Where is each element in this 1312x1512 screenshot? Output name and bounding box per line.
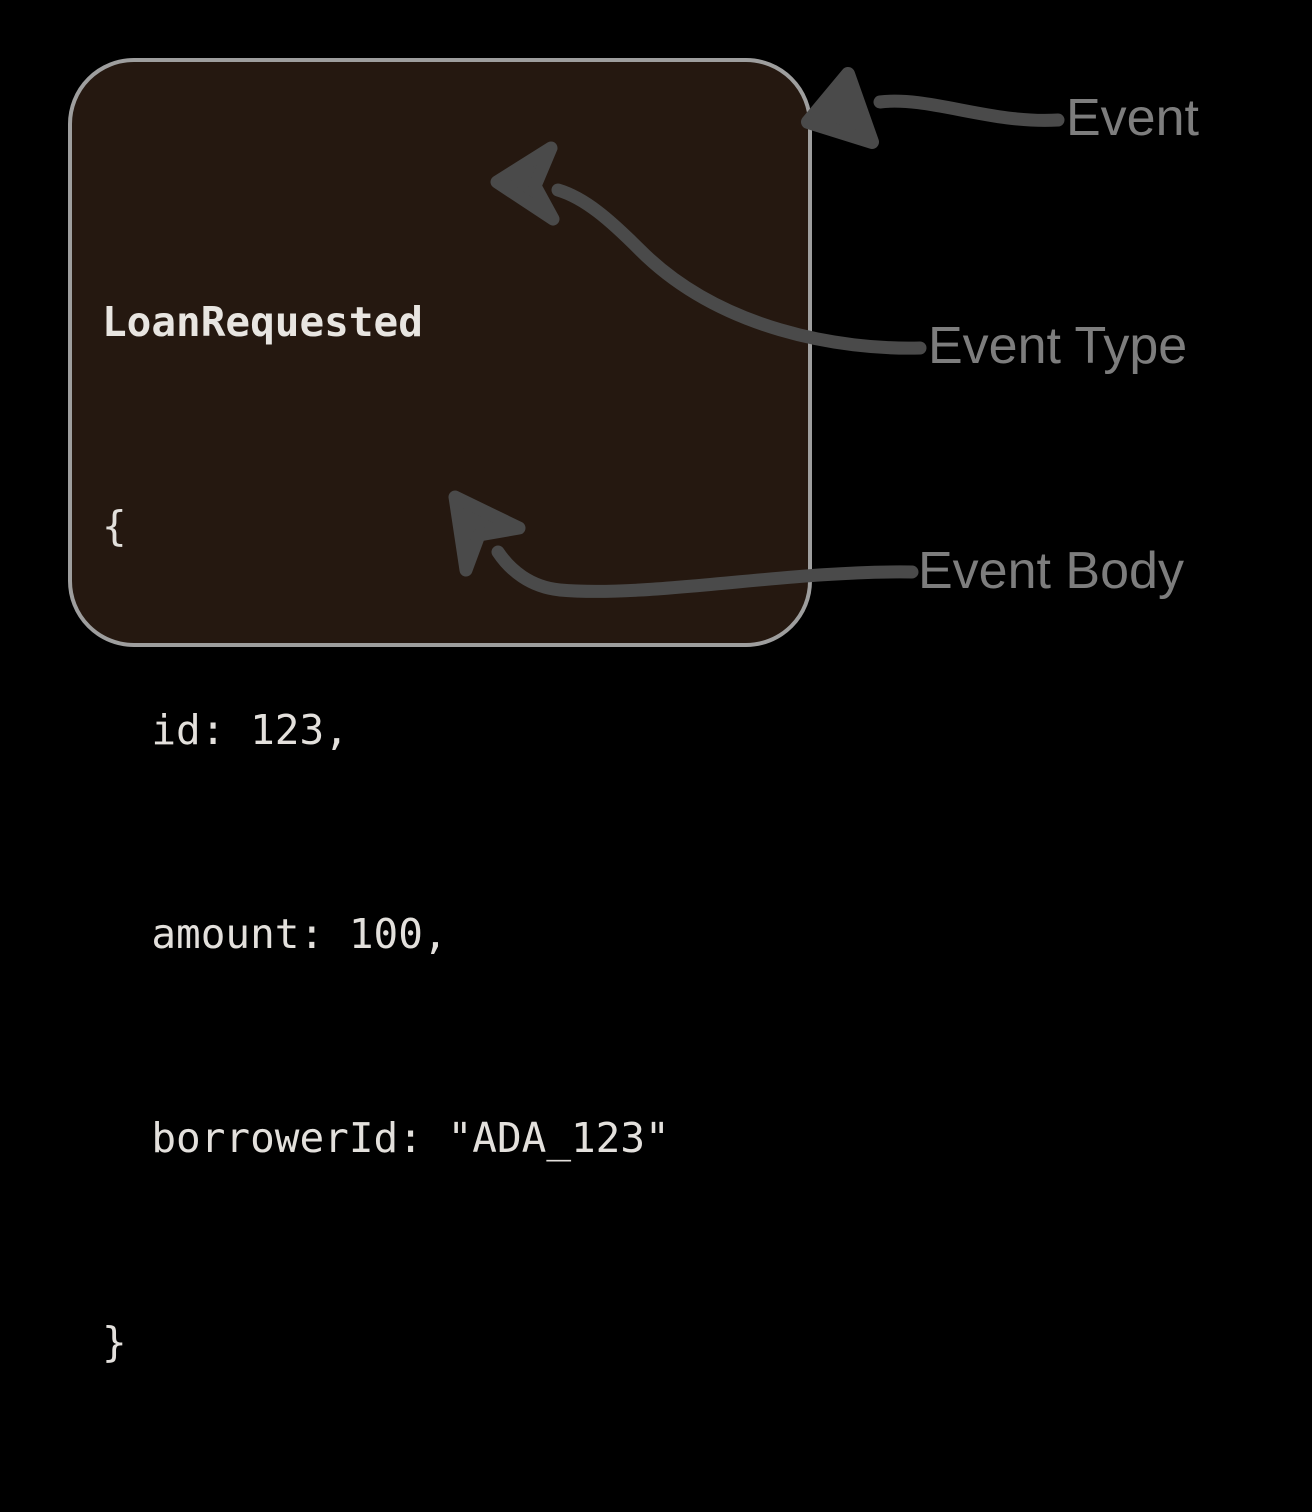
event-body-line-close-brace: } xyxy=(102,1318,127,1366)
event-body-line-amount: amount: 100, xyxy=(102,910,448,958)
diagram-canvas: LoanRequested { id: 123, amount: 100, bo… xyxy=(68,58,1199,1366)
arrow-event xyxy=(801,67,1065,149)
arrow-event-head-icon xyxy=(801,67,879,149)
annotation-label-event-type: Event Type xyxy=(928,317,1188,375)
event-body-line-open-brace: { xyxy=(102,502,127,550)
event-body-line-id: id: 123, xyxy=(102,706,349,754)
arrow-event-line xyxy=(873,94,1065,127)
event-card: LoanRequested { id: 123, amount: 100, bo… xyxy=(68,58,812,1366)
event-type-text: LoanRequested xyxy=(102,298,423,346)
event-body-line-borrower-id: borrowerId: "ADA_123" xyxy=(102,1114,670,1162)
annotation-label-event-body: Event Body xyxy=(918,542,1184,600)
annotation-label-event: Event xyxy=(1066,89,1199,147)
event-card-text: LoanRequested { id: 123, amount: 100, bo… xyxy=(102,152,792,1512)
